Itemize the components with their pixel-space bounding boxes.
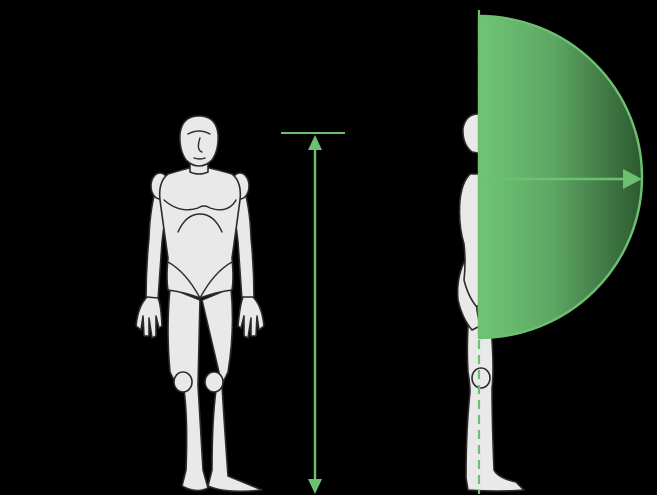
front-right-knee: [205, 372, 223, 392]
front-left-knee: [174, 372, 192, 392]
side-knee: [472, 368, 490, 388]
front-torso: [160, 166, 241, 298]
